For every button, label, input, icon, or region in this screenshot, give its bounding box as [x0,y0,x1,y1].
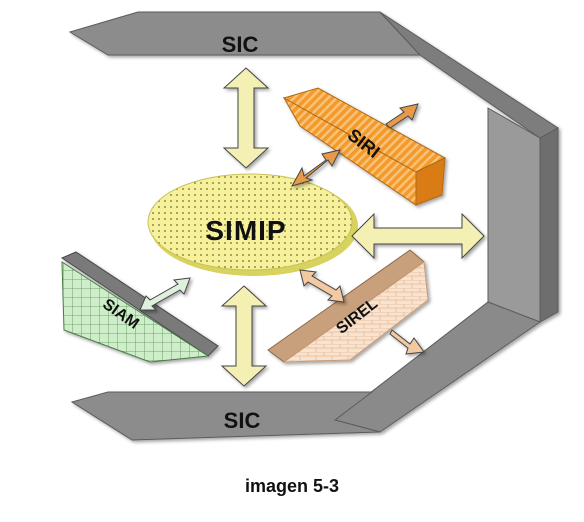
arrow-sirel-out [389,329,425,355]
arrow-siri-out [385,103,419,129]
arrow-simip-sic-right [351,212,485,260]
siam-block [60,251,219,363]
arrow-sic-top-simip [222,67,270,169]
figure-caption: imagen 5-3 [244,476,340,496]
arrow-simip-siam [139,277,191,311]
arrow-simip-siri [290,149,341,187]
simip-node [147,173,358,276]
arrow-simip-sirel [299,269,345,303]
sic-bottom-label: SIC [224,408,261,433]
sic-top-label: SIC [222,32,259,57]
simip-label: SIMIP [205,215,286,246]
arrow-simip-sic-bottom [220,285,268,387]
sirel-block [267,249,429,363]
sic-frame [68,11,559,441]
siri-block [282,87,447,206]
